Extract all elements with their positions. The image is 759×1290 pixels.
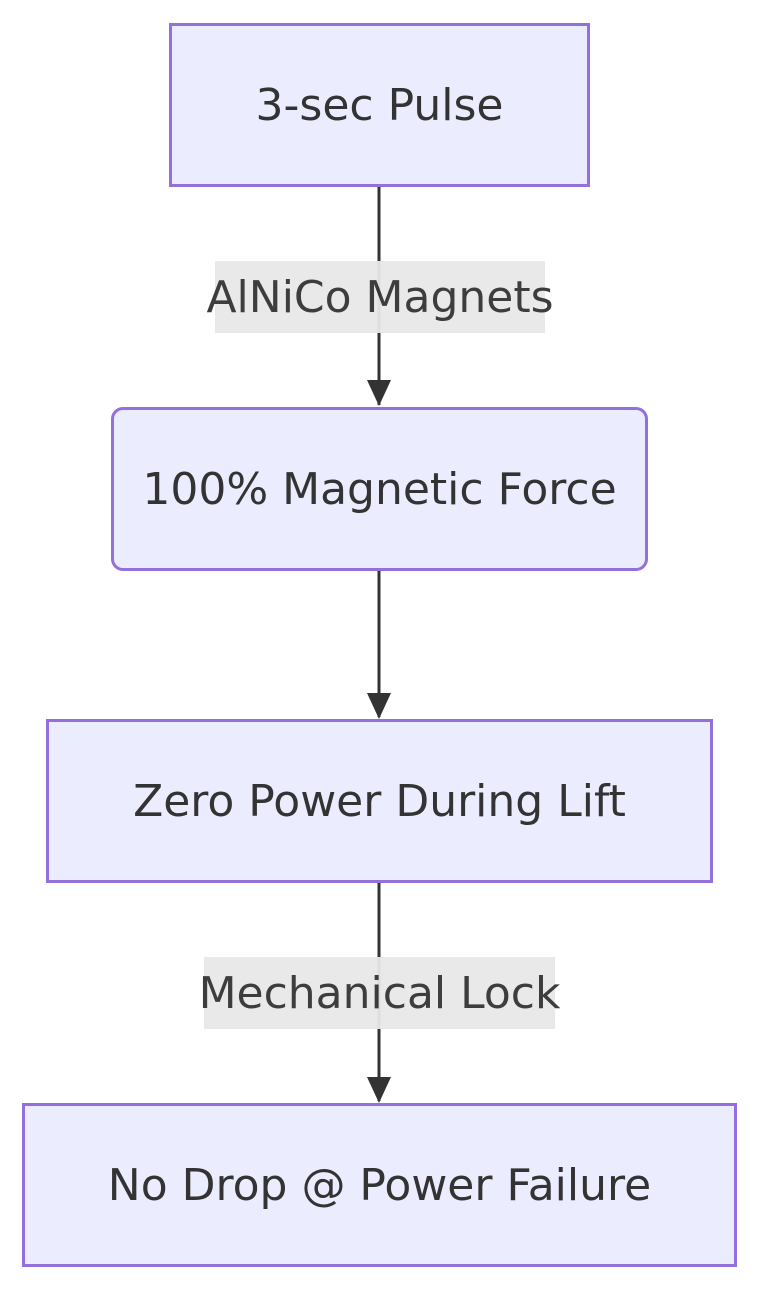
edge-label-alnico-magnets: AlNiCo Magnets <box>206 261 554 333</box>
node-no-drop-power-failure: No Drop @ Power Failure <box>22 1103 737 1267</box>
node-label: Zero Power During Lift <box>133 775 626 827</box>
arrowhead-icon <box>367 380 391 406</box>
edge-label-text: AlNiCo Magnets <box>206 271 554 323</box>
node-label: 3-sec Pulse <box>255 79 504 131</box>
edge-label-mechanical-lock: Mechanical Lock <box>199 957 560 1029</box>
arrowhead-icon <box>367 693 391 719</box>
node-label: 100% Magnetic Force <box>142 463 617 515</box>
edge-label-text: Mechanical Lock <box>198 967 561 1019</box>
node-100-percent-magnetic-force: 100% Magnetic Force <box>111 407 648 571</box>
node-zero-power-during-lift: Zero Power During Lift <box>46 719 713 883</box>
node-3-sec-pulse: 3-sec Pulse <box>169 23 590 187</box>
arrowhead-icon <box>367 1077 391 1103</box>
node-label: No Drop @ Power Failure <box>107 1159 652 1211</box>
